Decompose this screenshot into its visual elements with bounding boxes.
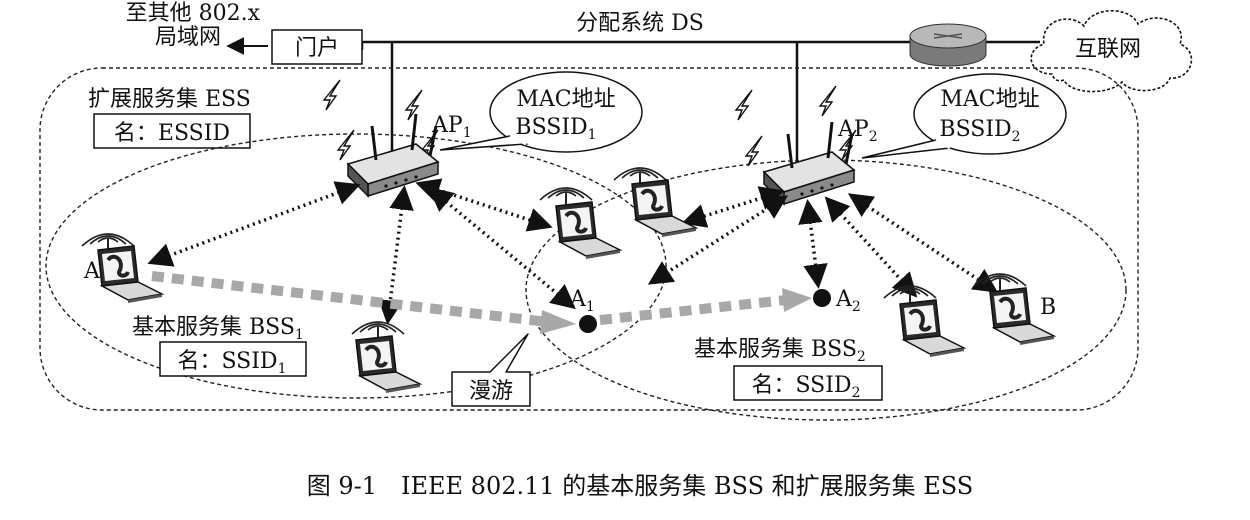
portal-box: [271, 29, 363, 65]
figure-caption: 图 9-1 IEEE 802.11 的基本服务集 BSS 和扩展服务集 ESS: [307, 472, 974, 500]
station-b-label: B: [1040, 295, 1056, 320]
station-a1-label: A1: [569, 287, 595, 315]
roaming-callout: 漫游: [451, 333, 531, 407]
ssid1-box: [159, 341, 307, 377]
signal-bolt-icon: [405, 89, 423, 121]
laptop-bss2-mid-icon: [883, 285, 966, 359]
laptop-bss2-top-icon: [613, 167, 698, 239]
mac1-bssid: BSSID1: [515, 115, 596, 143]
internet-cloud-icon: [1030, 10, 1193, 93]
ssid2-box: [733, 365, 883, 401]
bss2-label: 基本服务集 BSS2: [694, 337, 866, 365]
ess-label: 扩展服务集 ESS: [88, 87, 251, 112]
portal-label: 门户: [295, 36, 339, 61]
internet-label: 互联网: [1075, 37, 1141, 62]
mac2-bssid: BSSID2: [939, 117, 1020, 145]
router-icon: [909, 23, 987, 67]
ds-label: 分配系统 DS: [576, 11, 704, 36]
other-lan-label-line1: 至其他 802.x: [126, 1, 261, 26]
laptop-overlap-icon: [539, 187, 622, 261]
station-a-label: A: [83, 259, 101, 284]
other-lan-label-line2: 局域网: [155, 25, 221, 50]
signal-bolt-icon: [745, 135, 763, 167]
ess-boundary: [39, 67, 1139, 411]
ap1-label: AP1: [431, 113, 472, 141]
ssid1-label: 名：SSID1: [177, 349, 286, 377]
mac-bssid1-callout: MAC地址 BSSID1: [439, 71, 643, 153]
association-links: [147, 178, 999, 325]
roaming-path: [151, 271, 812, 334]
station-a1-dot: [579, 315, 597, 333]
essid-label: 名：ESSID: [114, 121, 230, 146]
ap2-label: AP2: [837, 117, 878, 145]
signal-bolt-icon: [819, 85, 837, 117]
bss1-label: 基本服务集 BSS1: [132, 315, 304, 343]
roaming-label: 漫游: [469, 379, 513, 404]
mac-bssid2-callout: MAC地址 BSSID2: [861, 73, 1067, 159]
laptop-bss1-bottom-icon: [351, 321, 422, 395]
ssid2-label: 名：SSID2: [751, 373, 860, 401]
station-a2-label: A2: [835, 287, 861, 315]
mac2-line1: MAC地址: [940, 87, 1039, 112]
station-a2-dot: [813, 289, 831, 307]
signal-bolt-icon: [323, 79, 341, 111]
signal-bolt-icon: [735, 89, 753, 121]
essid-box: [93, 113, 251, 149]
mac1-line1: MAC地址: [516, 87, 615, 112]
